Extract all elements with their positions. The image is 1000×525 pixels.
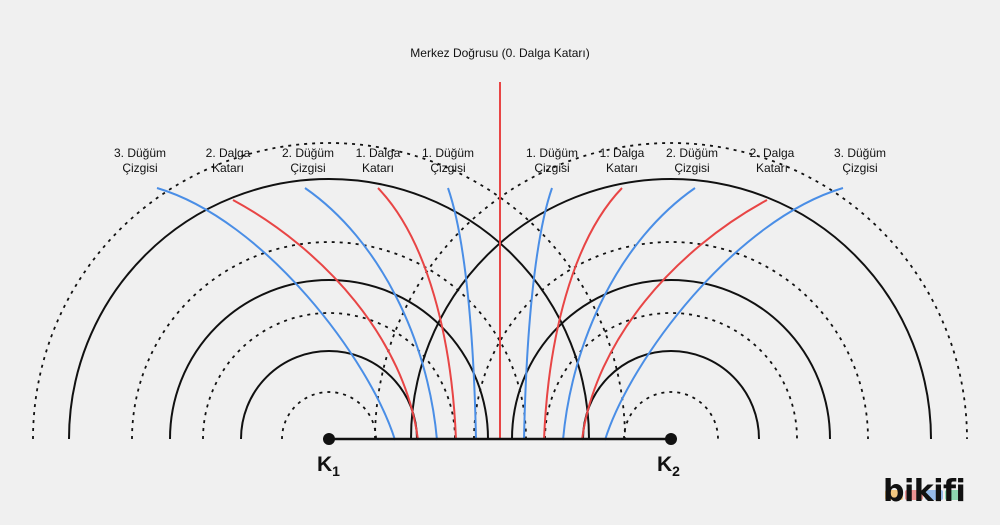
brand-logo-text: bikifi — [883, 474, 966, 509]
source-k2-sub: 2 — [672, 463, 680, 479]
svg-text:K1: K1 — [317, 453, 340, 479]
source-k2-label: K2 — [657, 453, 680, 479]
node-2-right-curve — [562, 187, 696, 441]
node-1-right-curve — [523, 187, 553, 441]
wave-trough-2-3 — [544, 312, 798, 440]
node-3-right-curve — [604, 187, 844, 441]
source-k2-dot — [665, 433, 677, 445]
wave-trough-1-3 — [202, 312, 456, 440]
node-3-left-curve — [156, 187, 396, 441]
node-2-left-curve — [304, 187, 438, 441]
source-k1-letter: K — [317, 453, 332, 476]
wave-crest-1-2 — [240, 350, 418, 440]
source-k1-dot — [323, 433, 335, 445]
anti-1-left-curve — [377, 187, 457, 441]
source-k2-letter: K — [657, 453, 672, 476]
svg-text:K2: K2 — [657, 453, 680, 479]
wave-crest-1-6 — [68, 178, 590, 440]
anti-2-right-curve — [581, 199, 768, 441]
source-k1-sub: 1 — [332, 463, 340, 479]
interference-lines — [156, 82, 844, 441]
wave-crest-2-2 — [582, 350, 760, 440]
source-k1-label: K1 — [317, 453, 340, 479]
line-labels: Merkez Doğrusu (0. Dalga Katarı) 3. Düğü… — [114, 46, 886, 175]
wave-trough-2-7 — [374, 142, 968, 440]
wave-trough-1-1 — [281, 391, 377, 440]
node-1-left-curve — [447, 187, 477, 441]
center-line-label: Merkez Doğrusu (0. Dalga Katarı) — [410, 46, 589, 60]
wave-crest-1-4 — [169, 279, 489, 440]
wave-crest-2-4 — [511, 279, 831, 440]
anti-1-right-curve — [543, 187, 623, 441]
source-baseline — [323, 433, 677, 445]
wave-fronts — [32, 142, 968, 440]
wave-trough-2-1 — [623, 391, 719, 440]
anti-2-left-curve — [232, 199, 419, 441]
wave-crest-2-6 — [410, 178, 932, 440]
wave-trough-1-7 — [32, 142, 626, 440]
brand-logo: bikifi — [883, 474, 978, 510]
